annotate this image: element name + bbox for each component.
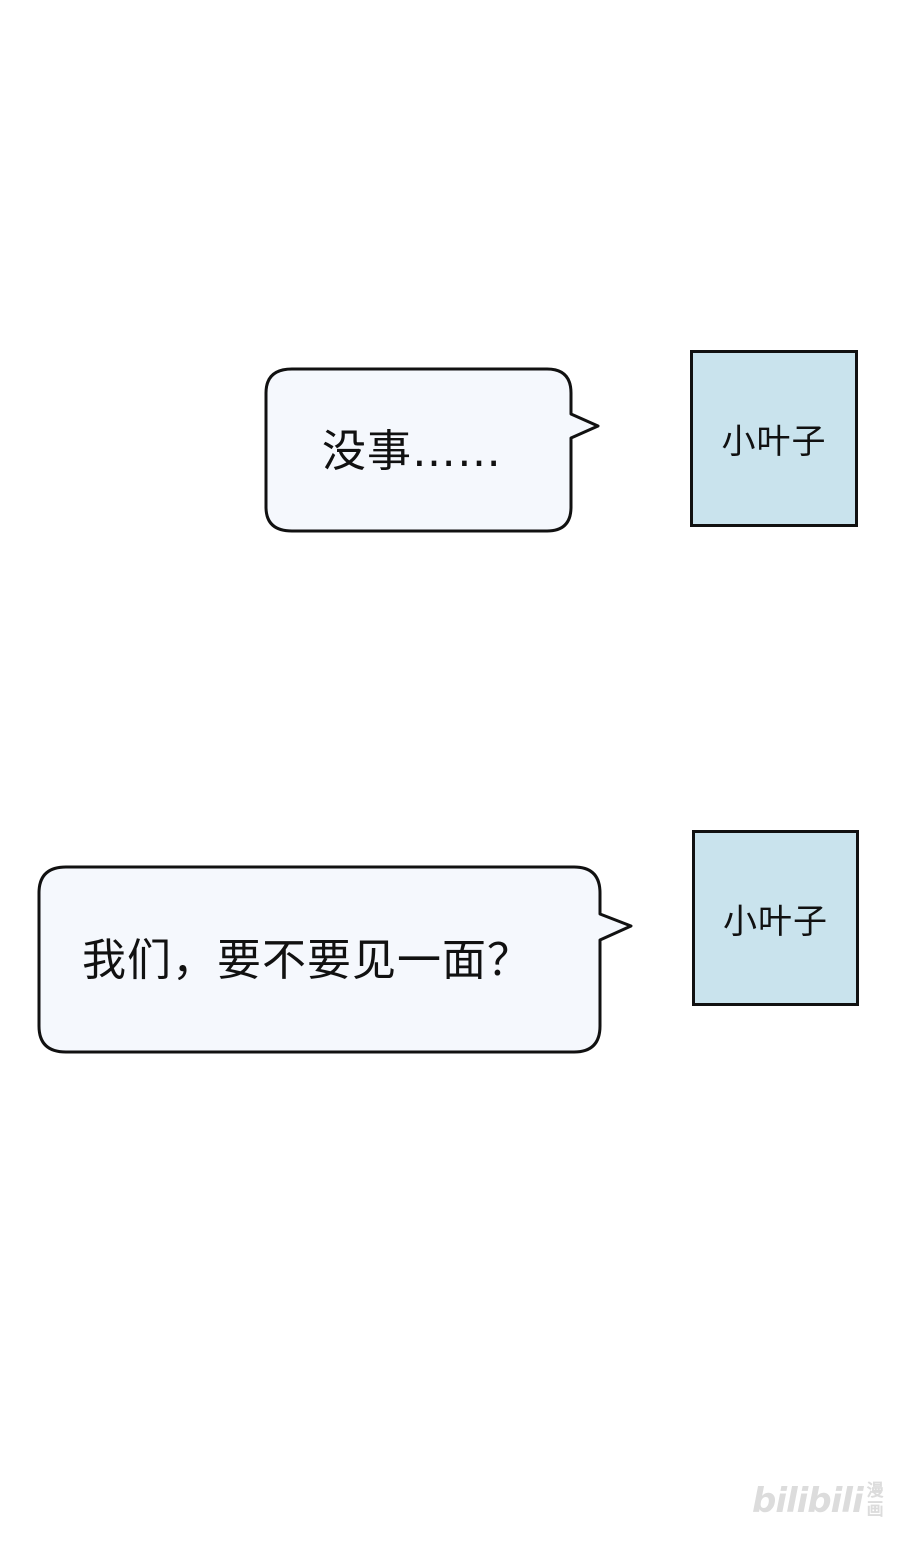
watermark-brand: bilibili <box>752 1481 864 1521</box>
avatar-label-1: 小叶子 <box>721 422 827 462</box>
speech-bubble-2 <box>37 865 633 1054</box>
speech-bubble-1 <box>264 367 600 533</box>
avatar-box-2: 小叶子 <box>692 830 859 1006</box>
watermark-sub-line2: 画 <box>866 1500 884 1520</box>
avatar-label-2: 小叶子 <box>723 901 828 942</box>
speech-bubble-2-shape <box>37 865 633 1054</box>
speech-bubble-1-shape <box>264 367 600 533</box>
message-text-1: 没事…… <box>322 426 502 477</box>
avatar-box-1: 小叶子 <box>690 350 858 527</box>
message-text-2: 我们，要不要见一面？ <box>82 935 532 986</box>
bilibili-manga-watermark: bilibili 漫 画 <box>752 1476 884 1526</box>
watermark-sub: 漫 画 <box>867 1482 884 1520</box>
watermark-sub-line1: 漫 <box>866 1481 884 1501</box>
